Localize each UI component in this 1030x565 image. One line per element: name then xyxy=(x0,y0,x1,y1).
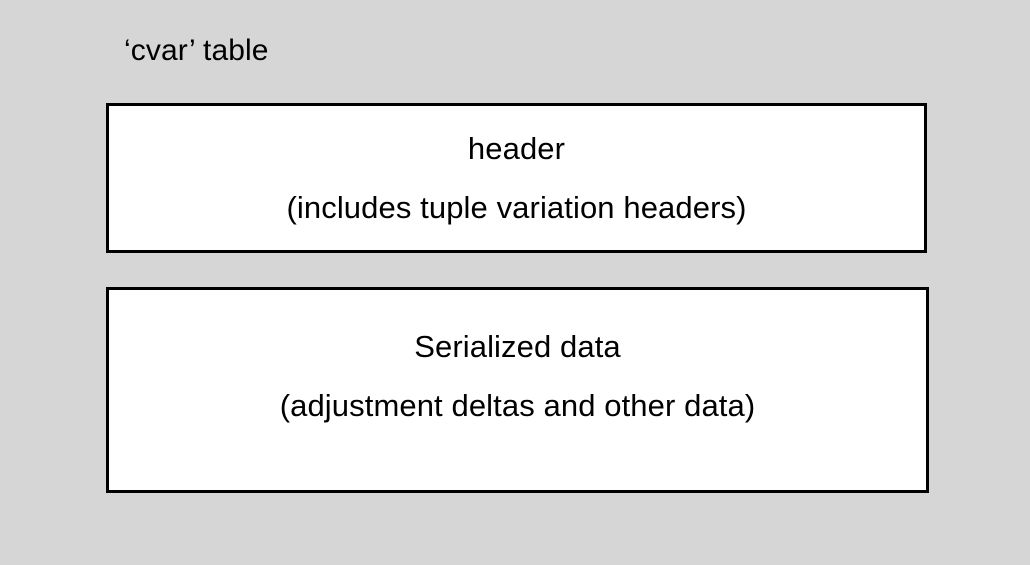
header-block-line-1: header xyxy=(467,131,566,166)
header-block-line-2: (includes tuple variation headers) xyxy=(286,190,747,225)
serialized-data-block: Serialized data (adjustment deltas and o… xyxy=(106,287,929,493)
header-block: header (includes tuple variation headers… xyxy=(106,103,927,253)
serialized-data-block-line-2: (adjustment deltas and other data) xyxy=(279,388,756,423)
page-title: ‘cvar’ table xyxy=(124,34,269,67)
serialized-data-block-line-1: Serialized data xyxy=(414,329,621,364)
